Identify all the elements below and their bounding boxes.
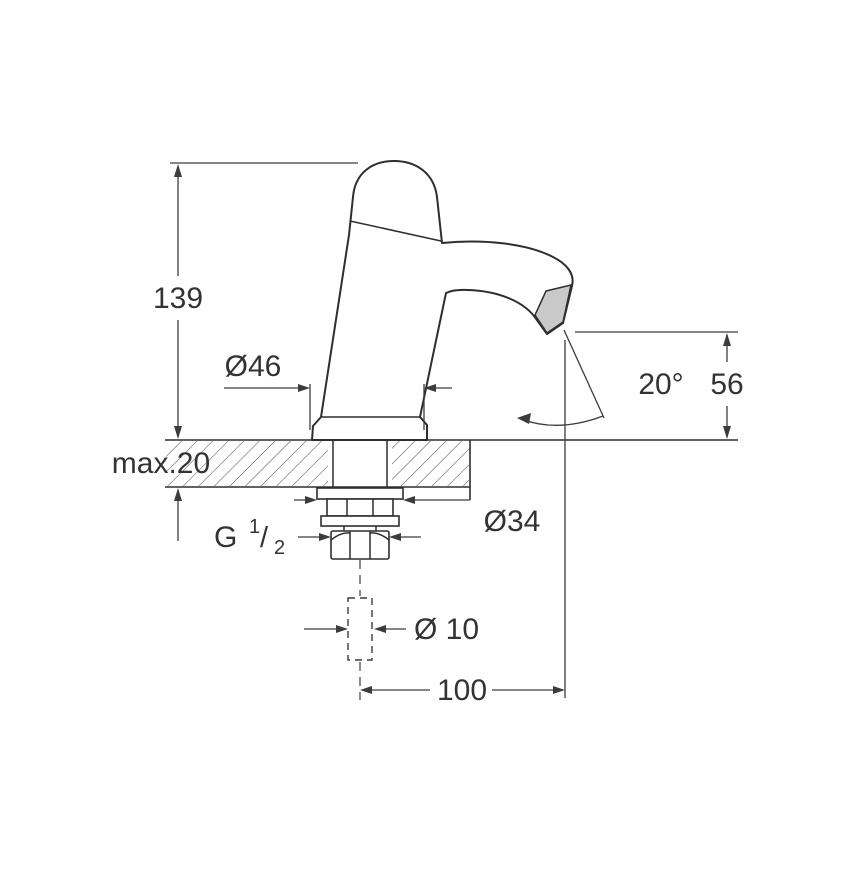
reach-arrow-left xyxy=(360,686,372,694)
second-washer xyxy=(320,515,400,527)
dimension-base-diameter: Ø46 xyxy=(224,350,452,430)
counter-deck xyxy=(165,439,738,500)
mounting-hardware xyxy=(316,441,404,560)
deck-hatch-left xyxy=(166,441,328,486)
faucet-body xyxy=(311,160,574,441)
base-diameter-label: Ø46 xyxy=(225,350,282,383)
height-arrow-up xyxy=(174,164,182,177)
inlet-stub xyxy=(347,597,373,661)
dimension-spout-height: 56 xyxy=(575,331,744,439)
dimension-thread: G 1 / 2 xyxy=(214,516,421,559)
thread-label-slash: / xyxy=(260,522,269,554)
spout-height-label: 56 xyxy=(710,368,743,401)
thread-label-g: G xyxy=(214,521,237,554)
inlet-arrow-right xyxy=(336,625,348,633)
deck-thickness-label: max.20 xyxy=(112,447,210,480)
shank-sides xyxy=(332,441,388,487)
washer-arrow-left xyxy=(403,496,415,504)
dimension-washer-diameter: Ø34 xyxy=(294,496,540,538)
dimension-spout-angle: 20° xyxy=(517,329,684,426)
height-arrow-down xyxy=(174,426,182,439)
aerator-outlet xyxy=(534,283,572,335)
thread-label-denominator: 2 xyxy=(274,537,285,559)
thread-arrow-left xyxy=(389,533,401,541)
handle-joint-line xyxy=(349,220,442,242)
spout-reach-label: 100 xyxy=(437,674,487,707)
base-arrow-left xyxy=(424,384,436,392)
washer-plate xyxy=(316,487,404,500)
dimension-deck-thickness: max.20 xyxy=(112,447,210,541)
deck-hatch-right xyxy=(392,441,469,486)
washer-arrow-right xyxy=(305,496,317,504)
spout-height-arrow-up xyxy=(723,333,731,346)
spout-height-arrow-down xyxy=(723,426,731,439)
thread-arrow-right xyxy=(319,533,331,541)
base-ext-ticks xyxy=(309,384,425,430)
inlet-diameter-label: Ø 10 xyxy=(414,613,479,646)
thread-stub xyxy=(343,526,377,531)
lock-collar xyxy=(326,498,394,517)
centerline-group xyxy=(347,560,373,700)
reach-arrow-right xyxy=(553,686,565,694)
inlet-arrow-left xyxy=(374,625,386,633)
spout-angle-label: 20° xyxy=(638,368,683,401)
dimension-height: 139 xyxy=(153,162,358,439)
nut-chamfer xyxy=(330,532,390,541)
angle-arc-arrow xyxy=(517,413,531,424)
angle-slant-line xyxy=(563,329,605,419)
collar-facets xyxy=(346,499,374,516)
thread-label-numerator: 1 xyxy=(249,516,260,538)
angle-arc xyxy=(520,415,604,426)
hex-nut xyxy=(330,530,390,560)
base-arrow-right xyxy=(298,384,310,392)
dimension-inlet-diameter: Ø 10 xyxy=(304,613,479,646)
faucet-outline xyxy=(311,160,574,441)
height-label: 139 xyxy=(153,282,203,315)
deck-arrow-up xyxy=(174,488,182,501)
washer-diameter-label: Ø34 xyxy=(484,505,541,538)
dimension-spout-reach: 100 xyxy=(360,340,566,707)
nut-facets xyxy=(349,531,371,559)
